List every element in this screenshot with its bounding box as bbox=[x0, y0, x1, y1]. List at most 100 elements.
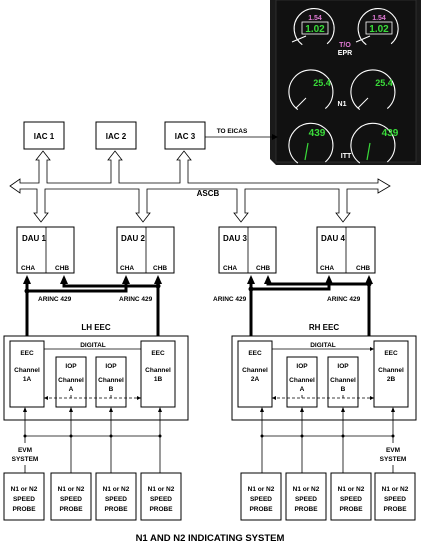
svg-text:IAC 2: IAC 2 bbox=[106, 132, 127, 141]
speed-probe-rh-1: N1 or N2 SPEED PROBE bbox=[240, 472, 282, 521]
svg-text:PROBE: PROBE bbox=[59, 506, 83, 513]
svg-text:PROBE: PROBE bbox=[149, 506, 173, 513]
epr-target-left: 1.54 bbox=[308, 15, 322, 22]
epr-value-left: 1.02 bbox=[305, 24, 325, 35]
svg-text:EEC: EEC bbox=[248, 350, 262, 357]
svg-text:IAC 1: IAC 1 bbox=[34, 132, 55, 141]
svg-text:SPEED: SPEED bbox=[105, 496, 127, 503]
epr-gauge-left: 1.54 1.02 bbox=[291, 8, 335, 46]
svg-text:SPEED: SPEED bbox=[60, 496, 82, 503]
lh-eec-group: LH EEC DIGITAL EEC Channel 1A IOP Channe… bbox=[3, 323, 189, 421]
dau-1-box: DAU 1 CHA CHB bbox=[16, 226, 75, 274]
rh-eec-group: RH EEC DIGITAL EEC Channel 2A IOP Channe… bbox=[231, 323, 417, 421]
eec-channel-2a: EEC Channel 2A bbox=[237, 340, 273, 408]
eec-channel-1a: EEC Channel 1A bbox=[9, 340, 45, 408]
evm-system-right-line2: SYSTEM bbox=[380, 456, 407, 463]
svg-text:IAC 3: IAC 3 bbox=[175, 132, 196, 141]
iop-channel-a-lh: IOP Channel A bbox=[55, 356, 87, 408]
svg-text:SPEED: SPEED bbox=[340, 496, 362, 503]
svg-text:2A: 2A bbox=[251, 376, 260, 383]
eec-channel-2b: EEC Channel 2B bbox=[373, 340, 409, 408]
dau-3-box: DAU 3 CHA CHB bbox=[218, 226, 277, 274]
svg-text:PROBE: PROBE bbox=[12, 506, 36, 513]
svg-text:DAU 4: DAU 4 bbox=[321, 234, 346, 243]
svg-text:IOP: IOP bbox=[296, 363, 308, 370]
svg-text:N1 or N2: N1 or N2 bbox=[103, 486, 130, 493]
n1-value-left: 25.4 bbox=[313, 78, 331, 88]
svg-text:PROBE: PROBE bbox=[383, 506, 407, 513]
svg-text:Channel: Channel bbox=[98, 377, 124, 384]
n1-value-right: 25.4 bbox=[375, 78, 393, 88]
probe-wiring bbox=[23, 407, 395, 473]
epr-value-right: 1.02 bbox=[369, 24, 389, 35]
eec-channel-1b: EEC Channel 1B bbox=[140, 340, 176, 408]
evm-system-left: EVM bbox=[18, 447, 32, 454]
svg-text:A: A bbox=[300, 386, 305, 393]
iac-3-box: IAC 3 bbox=[164, 121, 206, 150]
epr-target-right: 1.54 bbox=[372, 15, 386, 22]
svg-text:Channel: Channel bbox=[14, 367, 40, 374]
svg-text:Channel: Channel bbox=[242, 367, 268, 374]
svg-text:A: A bbox=[69, 386, 74, 393]
lh-eec-title: LH EEC bbox=[81, 323, 111, 332]
svg-text:IOP: IOP bbox=[65, 363, 77, 370]
n1-label: N1 bbox=[338, 101, 347, 108]
epr-gauge-right: 1.54 1.02 bbox=[355, 8, 399, 46]
iop-channel-b-rh: IOP Channel B bbox=[327, 356, 359, 408]
iac-1-box: IAC 1 bbox=[23, 121, 65, 150]
svg-text:CHB: CHB bbox=[153, 265, 167, 272]
svg-text:1B: 1B bbox=[154, 376, 163, 383]
n1-gauge-left: 25.4 bbox=[288, 69, 334, 111]
to-eicas-arrow: TO EICAS bbox=[205, 128, 278, 140]
speed-probe-lh-4: N1 or N2 SPEED PROBE bbox=[140, 472, 182, 521]
svg-text:N1 or N2: N1 or N2 bbox=[293, 486, 320, 493]
svg-text:DAU 2: DAU 2 bbox=[121, 234, 146, 243]
speed-probe-rh-4: N1 or N2 SPEED PROBE bbox=[374, 472, 416, 521]
to-label: T/O bbox=[339, 42, 351, 49]
svg-text:CHB: CHB bbox=[256, 265, 270, 272]
arinc-label-4: ARINC 429 bbox=[327, 296, 361, 303]
svg-text:2B: 2B bbox=[387, 376, 396, 383]
svg-text:Channel: Channel bbox=[289, 377, 315, 384]
itt-label: ITT bbox=[341, 153, 352, 160]
svg-text:CHA: CHA bbox=[120, 265, 134, 272]
dau-4-box: DAU 4 CHA CHB bbox=[316, 226, 376, 274]
itt-gauge-right: 439 bbox=[350, 122, 399, 164]
svg-text:B: B bbox=[341, 386, 346, 393]
arinc-label-3: ARINC 429 bbox=[213, 296, 247, 303]
svg-text:CHA: CHA bbox=[223, 265, 237, 272]
eicas-display: 1.54 1.02 1.54 1.02 T/O EPR 25.4 25.4 N1 bbox=[270, 0, 421, 165]
svg-text:N1 or N2: N1 or N2 bbox=[338, 486, 365, 493]
itt-value-right: 439 bbox=[382, 128, 399, 139]
svg-text:SPEED: SPEED bbox=[13, 496, 35, 503]
svg-text:CHA: CHA bbox=[21, 265, 35, 272]
evm-system-left-line2: SYSTEM bbox=[12, 456, 39, 463]
svg-text:DIGITAL: DIGITAL bbox=[310, 342, 336, 349]
svg-text:N1 or N2: N1 or N2 bbox=[11, 486, 38, 493]
svg-text:SPEED: SPEED bbox=[295, 496, 317, 503]
svg-text:EEC: EEC bbox=[20, 350, 34, 357]
svg-text:N1 or N2: N1 or N2 bbox=[382, 486, 409, 493]
svg-text:N1 or N2: N1 or N2 bbox=[58, 486, 85, 493]
svg-text:N1 or N2: N1 or N2 bbox=[148, 486, 175, 493]
speed-probe-lh-2: N1 or N2 SPEED PROBE bbox=[50, 472, 92, 521]
svg-text:DIGITAL: DIGITAL bbox=[80, 342, 106, 349]
speed-probe-rh-2: N1 or N2 SPEED PROBE bbox=[285, 472, 327, 521]
svg-text:EEC: EEC bbox=[151, 350, 165, 357]
svg-text:PROBE: PROBE bbox=[104, 506, 128, 513]
itt-gauge-left: 439 bbox=[288, 122, 334, 164]
epr-label: EPR bbox=[338, 50, 352, 57]
svg-text:PROBE: PROBE bbox=[249, 506, 273, 513]
svg-text:B: B bbox=[109, 386, 114, 393]
svg-text:PROBE: PROBE bbox=[339, 506, 363, 513]
ascb-bus bbox=[9, 150, 391, 223]
svg-text:TO EICAS: TO EICAS bbox=[217, 128, 248, 135]
speed-probe-lh-3: N1 or N2 SPEED PROBE bbox=[95, 472, 137, 521]
svg-text:DAU 1: DAU 1 bbox=[22, 234, 47, 243]
itt-value-left: 439 bbox=[309, 128, 326, 139]
svg-text:DAU 3: DAU 3 bbox=[223, 234, 248, 243]
arinc-label-1: ARINC 429 bbox=[38, 296, 72, 303]
svg-text:SPEED: SPEED bbox=[150, 496, 172, 503]
iac-2-box: IAC 2 bbox=[95, 121, 137, 150]
iop-channel-a-rh: IOP Channel A bbox=[286, 356, 318, 408]
